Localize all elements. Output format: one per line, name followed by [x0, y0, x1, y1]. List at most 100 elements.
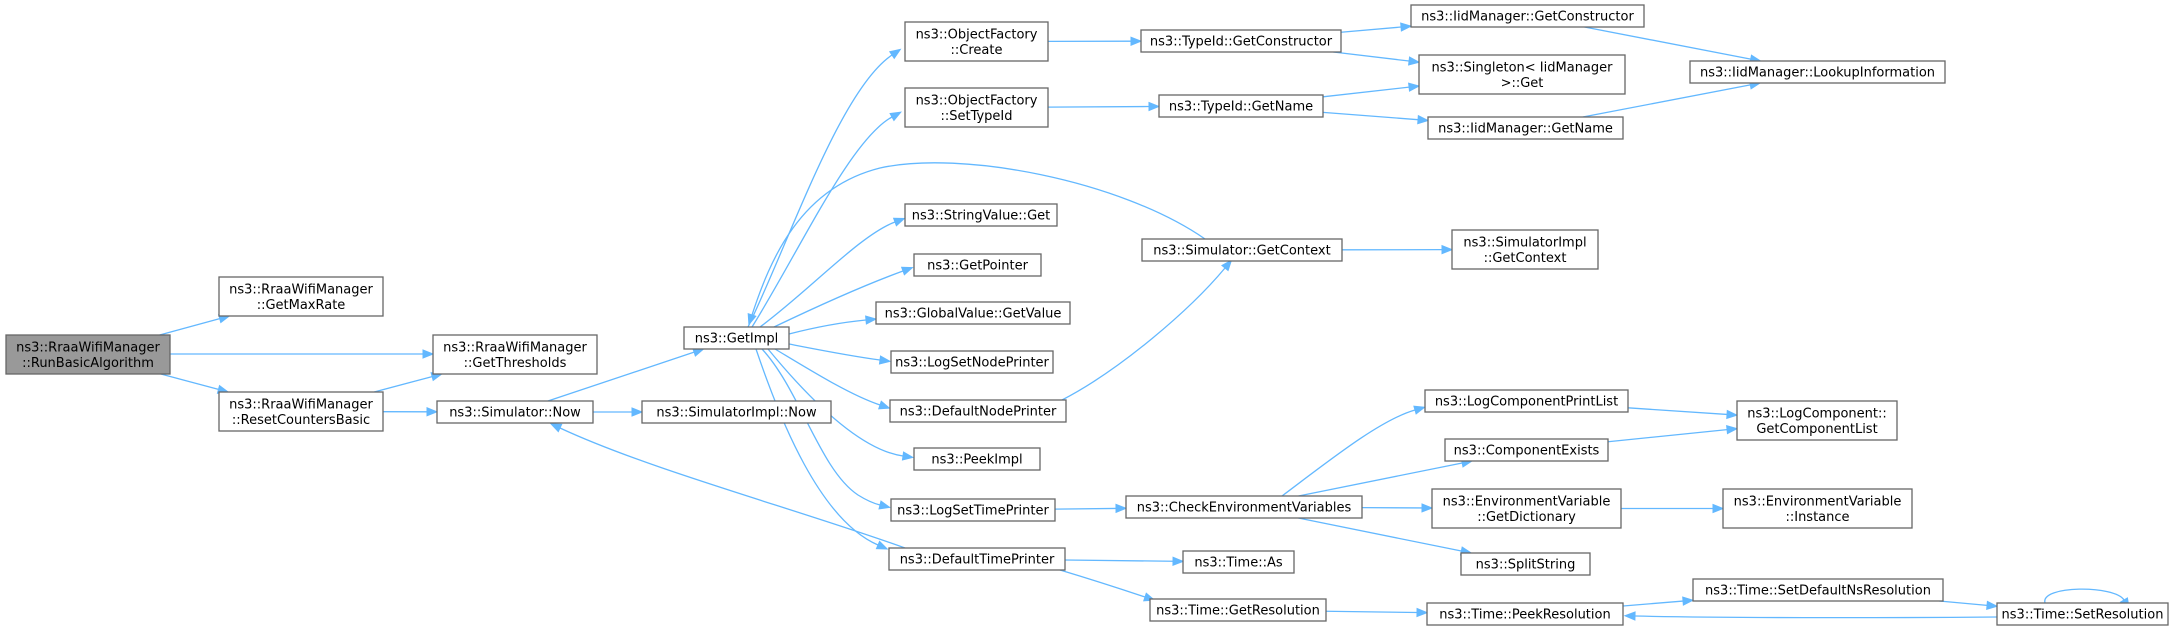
node-defaulttimeprinter[interactable]: ns3::DefaultTimePrinter: [888, 547, 1066, 571]
node-componentexists[interactable]: ns3::ComponentExists: [1444, 438, 1609, 462]
edge-defaulttimeprinter-to-simnow: [549, 423, 906, 549]
edge-line: [1061, 267, 1226, 401]
node-box: [1418, 54, 1626, 95]
node-resetcounters[interactable]: ns3::RraaWifiManager::ResetCountersBasic: [218, 391, 384, 432]
node-box: [1427, 116, 1624, 140]
edge-arrowhead: [1221, 259, 1233, 272]
node-label: ns3::LogSetTimePrinter: [897, 504, 1049, 519]
node-stringvalueget[interactable]: ns3::StringValue::Get: [904, 203, 1058, 227]
edge-line: [1340, 26, 1402, 33]
node-iidgetname[interactable]: ns3::IidManager::GetName: [1427, 116, 1624, 140]
edge-line: [1582, 84, 1751, 118]
node-timesetres[interactable]: ns3::Time::SetResolution: [1996, 602, 2169, 626]
edge-line: [1607, 428, 1728, 443]
node-timegetres[interactable]: ns3::Time::GetResolution: [1149, 598, 1327, 622]
node-label: ns3::TypeId::GetName: [1169, 100, 1313, 115]
edge-simgetcontext-to-getimpl: [747, 162, 1206, 326]
edge-arrowhead: [889, 111, 902, 122]
node-logsetnodeprinter[interactable]: ns3::LogSetNodePrinter: [890, 350, 1054, 374]
node-checkenv[interactable]: ns3::CheckEnvironmentVariables: [1125, 495, 1363, 519]
node-box: [1996, 602, 2169, 626]
edge-root-to-resetcounters: [160, 373, 230, 394]
edge-arrowhead: [1726, 409, 1739, 420]
edge-arrowhead: [549, 423, 563, 433]
node-splitstring[interactable]: ns3::SplitString: [1460, 552, 1591, 576]
node-envinstance[interactable]: ns3::EnvironmentVariable::Instance: [1722, 488, 1913, 529]
edge-arrowhead: [747, 313, 757, 326]
node-box: [218, 391, 384, 432]
edge-line: [2044, 588, 2125, 604]
edge-arrowhead: [865, 315, 878, 325]
node-box: [1410, 4, 1645, 28]
edge-getimpl-to-peekimpl: [767, 348, 915, 461]
edge-arrowhead: [1417, 114, 1430, 125]
node-timesetdefaultns[interactable]: ns3::Time::SetDefaultNsResolution: [1692, 578, 1944, 602]
node-logsettimeprinter[interactable]: ns3::LogSetTimePrinter: [890, 498, 1056, 522]
node-box: [1451, 229, 1599, 270]
edge-line: [559, 427, 906, 549]
node-typeidgetconstructor[interactable]: ns3::TypeId::GetConstructor: [1140, 29, 1342, 53]
node-getthresholds[interactable]: ns3::RraaWifiManager::GetThresholds: [432, 334, 598, 375]
node-label: ns3::Simulator::GetContext: [1153, 244, 1330, 259]
node-label: ns3::SimulatorImpl::Now: [656, 406, 817, 421]
node-label: ns3::StringValue::Get: [912, 209, 1050, 224]
node-logcompprintlist[interactable]: ns3::LogComponentPrintList: [1424, 389, 1629, 413]
node-label: ::Instance: [1785, 510, 1849, 525]
edge-getimpl-to-stringvalueget: [759, 217, 906, 328]
node-label: ::RunBasicAlgorithm: [22, 356, 154, 371]
edge-arrowhead: [422, 349, 435, 359]
edge-line: [1634, 615, 1998, 619]
edge-line: [1059, 569, 1146, 598]
node-box: [1149, 598, 1327, 622]
node-iidlookup[interactable]: ns3::IidManager::LookupInformation: [1689, 60, 1946, 84]
node-objsettypeid[interactable]: ns3::ObjectFactory::SetTypeId: [904, 87, 1049, 128]
node-objcreate[interactable]: ns3::ObjectFactory::Create: [904, 21, 1049, 62]
node-peekimpl[interactable]: ns3::PeekImpl: [913, 447, 1041, 471]
node-defaultnodeprinter[interactable]: ns3::DefaultNodePrinter: [889, 399, 1067, 423]
node-singletonget[interactable]: ns3::Singleton< IidManager>::Get: [1418, 54, 1626, 95]
node-globalvalueget[interactable]: ns3::GlobalValue::GetValue: [875, 301, 1071, 325]
node-getimpl[interactable]: ns3::GetImpl: [683, 326, 790, 350]
edge-line: [1047, 105, 1150, 108]
edge-line: [1333, 51, 1410, 62]
node-timepeekres[interactable]: ns3::Time::PeekResolution: [1426, 602, 1624, 626]
node-simimplnow[interactable]: ns3::SimulatorImpl::Now: [641, 400, 832, 424]
node-label: ns3::RraaWifiManager: [229, 397, 373, 412]
node-box: [641, 400, 832, 424]
edge-arrowhead: [426, 407, 439, 417]
edge-arrowhead: [1421, 503, 1434, 513]
node-simgetcontext[interactable]: ns3::Simulator::GetContext: [1141, 238, 1343, 262]
edge-timesetdefaultns-to-timesetres: [1939, 600, 1999, 611]
node-simimplgetcontext[interactable]: ns3::SimulatorImpl::GetContext: [1451, 229, 1599, 270]
node-label: ns3::EnvironmentVariable: [1443, 494, 1611, 509]
edge-arrowhead: [631, 407, 644, 417]
edge-getimpl-to-objsettypeid: [751, 111, 902, 328]
edge-arrowhead: [875, 540, 889, 550]
node-label: ns3::TypeId::GetConstructor: [1150, 35, 1333, 50]
node-root[interactable]: ns3::RraaWifiManager::RunBasicAlgorithm: [5, 334, 171, 375]
node-box: [1444, 438, 1609, 462]
edge-typeidgetconstructor-to-iidgetconstructor: [1340, 22, 1413, 33]
edge-arrowhead: [1408, 82, 1421, 92]
node-box: [1125, 495, 1363, 519]
node-label: ns3::DefaultNodePrinter: [900, 405, 1057, 420]
edge-line: [374, 375, 433, 393]
node-logcompgetlist[interactable]: ns3::LogComponent::GetComponentList: [1736, 400, 1898, 441]
node-box: [875, 301, 1071, 325]
node-getmaxrate[interactable]: ns3::RraaWifiManager::GetMaxRate: [218, 276, 384, 317]
edge-line: [547, 351, 695, 402]
node-label: ns3::EnvironmentVariable: [1734, 494, 1902, 509]
node-envgetdict[interactable]: ns3::EnvironmentVariable::GetDictionary: [1431, 488, 1622, 529]
edge-root-to-getmaxrate: [159, 314, 231, 336]
edge-line: [1322, 86, 1410, 98]
node-box: [890, 498, 1056, 522]
node-typeidgetname[interactable]: ns3::TypeId::GetName: [1158, 94, 1324, 118]
edge-line: [1281, 409, 1416, 497]
node-getpointer[interactable]: ns3::GetPointer: [913, 253, 1042, 277]
node-label: ns3::Simulator::Now: [449, 406, 581, 421]
node-timeas[interactable]: ns3::Time::As: [1182, 550, 1295, 574]
node-simnow[interactable]: ns3::Simulator::Now: [436, 400, 594, 424]
node-label: ns3::RraaWifiManager: [229, 282, 373, 297]
node-iidgetconstructor[interactable]: ns3::IidManager::GetConstructor: [1410, 4, 1645, 28]
edge-arrowhead: [1726, 424, 1739, 435]
